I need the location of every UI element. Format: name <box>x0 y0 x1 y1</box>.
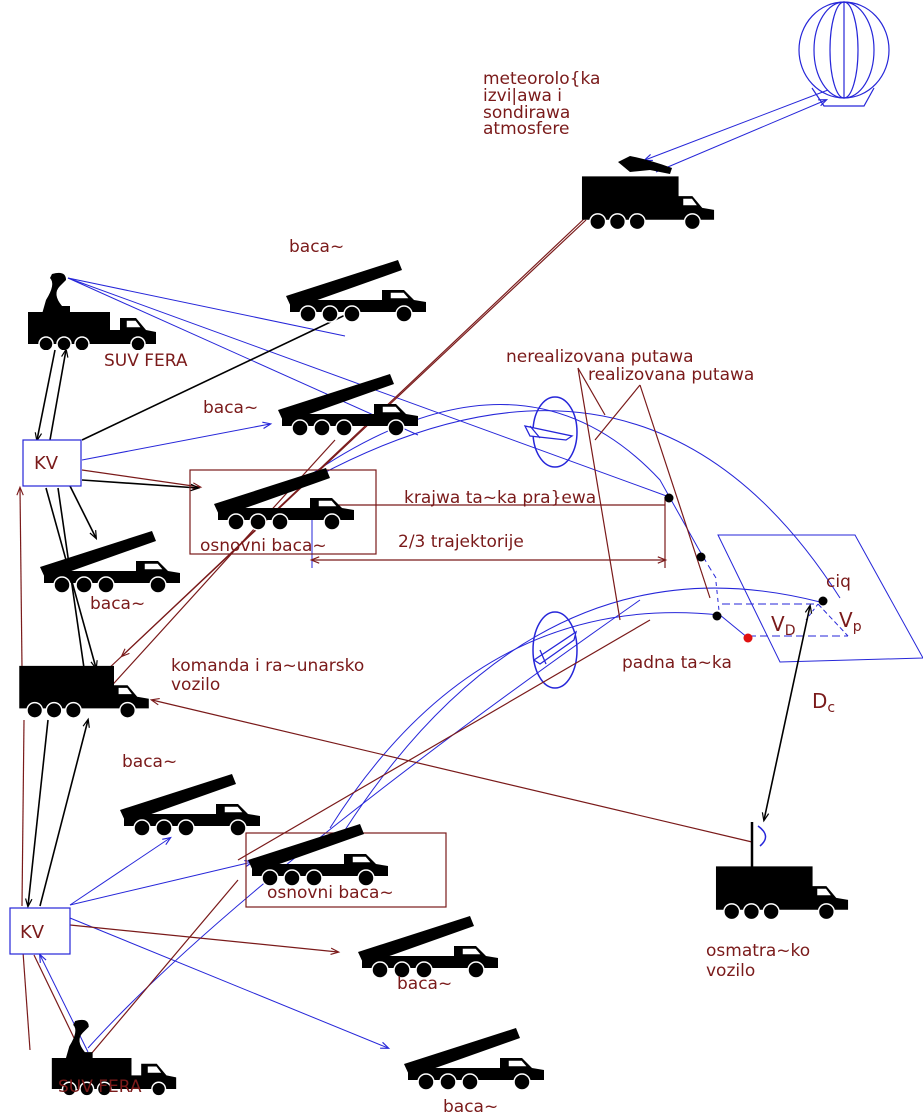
realizovana-label: realizovana putawa <box>588 365 754 385</box>
point-ciq <box>818 596 828 606</box>
pointer-nerealizovana-2 <box>577 367 606 416</box>
weather-balloon-icon <box>798 1 890 107</box>
link-osnovni-to-radar2 <box>85 879 239 1061</box>
link-kv2-radar <box>38 952 89 1053</box>
trajectory-upper-tail <box>697 547 717 579</box>
komanda-label-2: vozilo <box>171 675 220 695</box>
dashed-vertical <box>715 581 721 621</box>
rocket-icon-upper <box>523 425 574 441</box>
komanda-label-1: komanda i ra~unarsko <box>171 656 364 676</box>
kv-label-top: KV <box>34 453 59 474</box>
link-kv-to-radar-b <box>49 347 69 441</box>
pointer-realizovana-1 <box>594 384 641 441</box>
osnovni-label-bottom: osnovni baca~ <box>267 883 394 903</box>
point-lower <box>712 611 722 621</box>
trajectory-upper-nominal <box>305 404 699 549</box>
point-trajectory <box>696 552 706 562</box>
link-kv-to-osnovni <box>81 469 203 490</box>
link-balloon-down <box>642 89 829 161</box>
link-kv2-to-radar2 <box>33 954 76 1041</box>
padna-label: padna ta~ka <box>622 653 732 673</box>
rocket-icon-lower <box>532 630 578 665</box>
dashed-diagonal <box>817 603 849 637</box>
osnovni-label-top: osnovni baca~ <box>200 536 327 556</box>
osmatra-label-1: osmatra~ko <box>706 941 810 961</box>
rocket-launcher-icon-right <box>358 915 499 979</box>
link-kv2-to-right-launcher <box>69 924 341 956</box>
link-balloon-up <box>655 99 829 173</box>
link-command-to-kv <box>16 485 24 669</box>
connection-lines <box>16 89 923 1061</box>
meteo-label-1: meteorolo{ka <box>483 69 600 89</box>
pointer-nerealizovana-1 <box>577 367 621 621</box>
launcher-label-top: baca~ <box>289 237 344 257</box>
link-radar-to-mid-launcher <box>67 277 419 436</box>
launcher-label-bottom: baca~ <box>443 1097 498 1116</box>
rocket-launcher-icon-mid <box>278 373 419 437</box>
link-kv-to-osnovni-black <box>81 479 201 492</box>
krajwa-label: krajwa ta~ka pra}ewa <box>404 488 596 508</box>
rocket-launcher-icon-bottom <box>404 1027 545 1091</box>
rocket-launcher-icon-osnovni-top <box>214 467 355 531</box>
point-krajwa <box>664 493 674 503</box>
link-observer-to-command <box>149 697 753 843</box>
target-area-plane <box>717 534 923 663</box>
meteo-label-3: sondirawa <box>483 103 570 123</box>
link-meteo-to-command-2 <box>89 219 587 687</box>
point-padna <box>743 633 753 643</box>
kv-node-top[interactable]: KV <box>22 439 82 487</box>
link-kv2-to-osnovni <box>69 859 255 906</box>
ciq-label: ciq <box>826 572 851 592</box>
rocket-envelope-lower <box>532 611 578 689</box>
launcher-label-lower: baca~ <box>122 752 177 772</box>
vp-label: Vp <box>839 608 862 635</box>
observation-truck-icon <box>715 822 849 921</box>
osmatra-label-2: vozilo <box>706 961 755 981</box>
trajectory-lower-unrealized <box>344 587 821 831</box>
pointer-realizovana-2 <box>639 384 711 599</box>
launcher-label-mid: baca~ <box>203 398 258 418</box>
link-padna-to-osnovni <box>237 619 651 861</box>
trajectory-lower-end <box>719 614 749 639</box>
command-truck-icon <box>18 665 150 719</box>
kv-label-bottom: KV <box>20 922 45 943</box>
trajectory-upper-unrealized <box>317 410 841 599</box>
suv-fera-label-bottom: SUV FERA <box>58 1077 142 1097</box>
launcher-label-right: baca~ <box>397 974 452 994</box>
rocket-launcher-icon-top <box>286 259 427 323</box>
two-thirds-label: 2/3 trajektorije <box>398 532 524 552</box>
trajectory-lower-realized <box>329 612 721 829</box>
rocket-launcher-icon-lower <box>120 773 261 837</box>
meteo-label-4: atmosfere <box>483 119 569 139</box>
kv-node-bottom[interactable]: KV <box>9 907 71 955</box>
radar-truck-icon-top <box>27 272 157 350</box>
launcher-label-left: baca~ <box>90 594 145 614</box>
dc-label: Dc <box>812 689 835 716</box>
suv-fera-label-top: SUV FERA <box>104 351 188 371</box>
link-dc-distance <box>761 603 813 823</box>
meteo-truck-icon <box>581 156 715 231</box>
link-kv-to-mid-launcher <box>81 421 273 461</box>
link-radar-to-kv-a <box>34 349 56 443</box>
vd-label: VD <box>771 612 795 639</box>
link-command-to-kv2-a <box>25 719 49 909</box>
link-radar-to-top-launcher <box>67 277 346 337</box>
meteo-label-2: izvi|awa i <box>483 86 562 106</box>
link-kv-to-top-launcher <box>81 306 363 441</box>
nerealizovana-label: nerealizovana putawa <box>506 347 694 367</box>
link-kv-to-left-launcher <box>69 485 98 541</box>
link-command-to-kv2 <box>21 719 25 907</box>
link-kv2-to-bottom-launcher <box>69 917 391 1049</box>
link-kv2-to-command-b <box>39 717 90 907</box>
link-kv2-to-lower-launcher <box>69 836 172 906</box>
osnovni-box-top <box>189 469 377 555</box>
